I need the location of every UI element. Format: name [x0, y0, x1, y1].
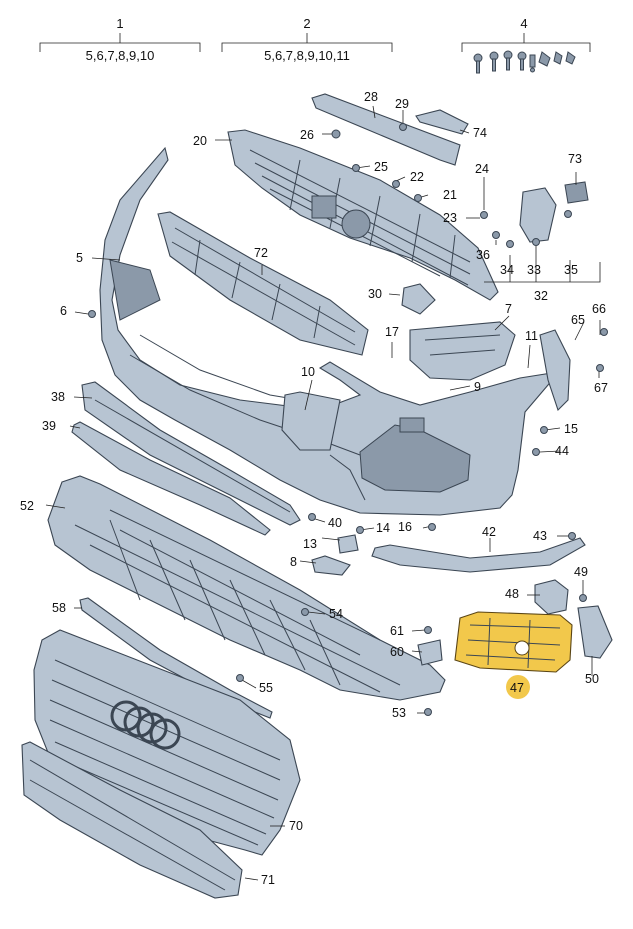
label-55: 55	[259, 681, 273, 695]
cover-cap-8	[311, 555, 351, 576]
label-16: 16	[398, 520, 412, 534]
label-43: 43	[533, 529, 547, 543]
label-15: 15	[564, 422, 578, 436]
fastener-icons	[88, 123, 608, 716]
label-48: 48	[505, 587, 519, 601]
label-54: 54	[329, 607, 343, 621]
upper-trim-piece	[415, 109, 469, 135]
label-36: 36	[476, 248, 490, 262]
underbody-guard	[47, 475, 446, 701]
sensor-73	[564, 181, 589, 204]
label-6: 6	[60, 304, 67, 318]
label-58: 58	[52, 601, 66, 615]
bracket-60	[417, 639, 443, 666]
label-52: 52	[20, 499, 34, 513]
label-35: 35	[564, 263, 578, 277]
side-guide-65	[539, 329, 571, 412]
label-39: 39	[42, 419, 56, 433]
label-34: 34	[500, 263, 514, 277]
lower-reinforcement-strip	[81, 381, 301, 526]
brand-rings-emblem	[110, 700, 181, 750]
label-23: 23	[443, 211, 457, 225]
label-42: 42	[482, 525, 496, 539]
lower-lip-strip	[79, 597, 273, 719]
label-47: 47	[510, 681, 524, 695]
label-73: 73	[568, 152, 582, 166]
label-70: 70	[289, 819, 303, 833]
lower-seal-strip	[71, 421, 271, 536]
label-22: 22	[410, 170, 424, 184]
label-67: 67	[594, 381, 608, 395]
label-30: 30	[368, 287, 382, 301]
bracket-32	[519, 187, 557, 243]
label-61: 61	[390, 624, 404, 638]
label-50: 50	[585, 672, 599, 686]
label-44: 44	[555, 444, 569, 458]
group-2-header: 2 5,6,7,8,9,10,11	[221, 16, 393, 63]
label-40: 40	[328, 516, 342, 530]
sensor-48	[534, 579, 569, 615]
label-9: 9	[474, 380, 481, 394]
label-13: 13	[303, 537, 317, 551]
label-14: 14	[376, 521, 390, 535]
label-72: 72	[254, 246, 268, 260]
label-33: 33	[527, 263, 541, 277]
group-4-header: 4	[461, 16, 591, 52]
label-38: 38	[51, 390, 65, 404]
label-21: 21	[443, 188, 457, 202]
highlighted-part-47	[454, 611, 573, 699]
fastener-set-icons	[473, 50, 576, 74]
highlight-marker	[506, 675, 530, 699]
label-17: 17	[385, 325, 399, 339]
label-7: 7	[505, 302, 512, 316]
label-20: 20	[193, 134, 207, 148]
label-29: 29	[395, 97, 409, 111]
fog-bracket-small	[401, 283, 436, 315]
upper-trim-strip	[311, 93, 461, 166]
label-25: 25	[374, 160, 388, 174]
label-24: 24	[475, 162, 489, 176]
group-1-number: 1	[116, 16, 123, 31]
label-49: 49	[574, 565, 588, 579]
label-66: 66	[592, 302, 606, 316]
upper-grille-carrier	[227, 129, 499, 301]
label-65: 65	[571, 313, 585, 327]
group-2-contents: 5,6,7,8,9,10,11	[264, 48, 350, 63]
clip-13	[337, 534, 359, 554]
group-2-number: 2	[303, 16, 310, 31]
trim-moulding-10	[281, 391, 341, 451]
label-71: 71	[261, 873, 275, 887]
label-74: 74	[473, 126, 487, 140]
cover-50	[577, 605, 613, 659]
bumper-bracket-left	[409, 321, 516, 381]
label-28: 28	[364, 90, 378, 104]
label-53: 53	[392, 706, 406, 720]
grille-mesh-strip	[157, 211, 369, 356]
label-32: 32	[534, 289, 548, 303]
group-4-number: 4	[520, 16, 527, 31]
group-1-contents: 5,6,7,8,9,10	[86, 48, 155, 63]
label-5: 5	[76, 251, 83, 265]
label-8: 8	[290, 555, 297, 569]
trim-strip-42	[371, 537, 586, 573]
part-labels: 5 6 7 8 9 10 11 13 14 15 16 17 20 21 22 …	[20, 90, 608, 887]
label-10: 10	[301, 365, 315, 379]
label-11: 11	[525, 329, 538, 343]
bumper-cover	[99, 146, 560, 516]
group-1-header: 1 5,6,7,8,9,10	[39, 16, 201, 63]
label-60: 60	[390, 645, 404, 659]
label-26: 26	[300, 128, 314, 142]
